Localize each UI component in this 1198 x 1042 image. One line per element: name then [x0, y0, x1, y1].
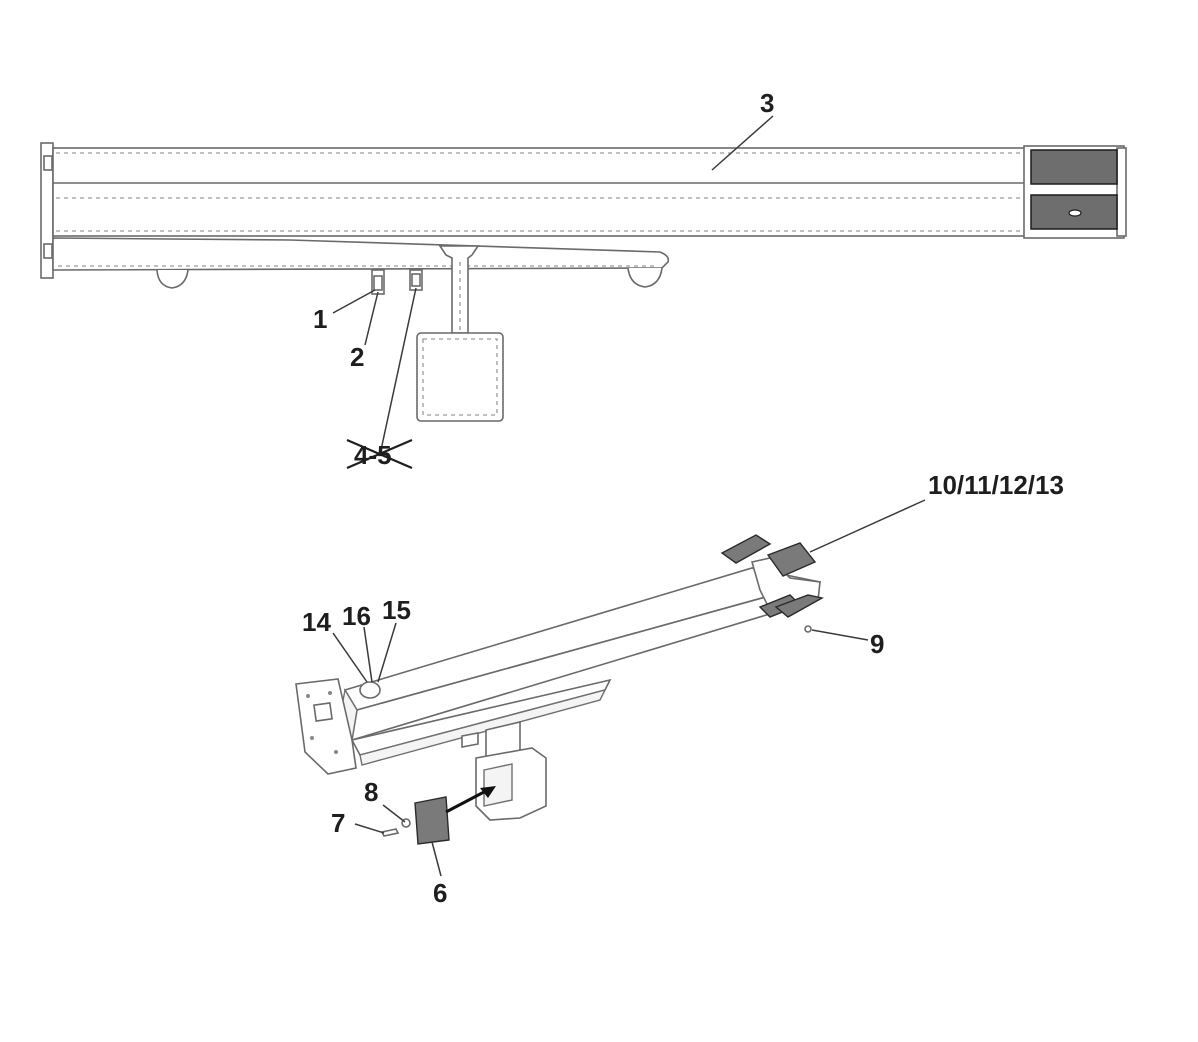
iso-tube-side — [350, 580, 822, 742]
leader-3 — [711, 115, 774, 171]
outer-beam-tube — [52, 147, 1029, 237]
pad-10 — [720, 534, 772, 564]
leader-6 — [431, 841, 442, 877]
leader-45 — [380, 287, 417, 451]
leader-16 — [363, 626, 373, 683]
leader-15 — [377, 622, 397, 683]
reflector-plate-6 — [414, 796, 450, 845]
callout-10-11-12-13: 10/11/12/13 — [928, 470, 1064, 500]
roller-right — [627, 267, 663, 288]
callout-15: 15 — [382, 595, 411, 625]
iso-boss — [359, 681, 381, 699]
callout-2: 2 — [350, 342, 364, 372]
callout-4-5-strike-b — [346, 438, 413, 470]
roller-left — [156, 269, 189, 289]
callout-7: 7 — [331, 808, 345, 838]
beam-isometric-view — [295, 534, 824, 845]
end-pad-upper — [1030, 149, 1118, 185]
callout-14: 14 — [302, 607, 331, 637]
hanger-plate — [416, 332, 504, 422]
callout-3: 3 — [760, 88, 774, 118]
callout-16: 16 — [342, 601, 371, 631]
callout-1: 1 — [313, 304, 327, 334]
pad-13 — [774, 594, 824, 618]
screw-9 — [804, 625, 812, 633]
leader-14 — [332, 632, 368, 683]
screw-7 — [380, 828, 400, 837]
callout-8: 8 — [364, 777, 378, 807]
leader-1 — [332, 289, 376, 314]
leader-8 — [382, 804, 406, 823]
iso-end-plate — [295, 678, 357, 775]
beam-side-view — [40, 142, 1127, 422]
lower-beam-arm — [52, 237, 670, 271]
callout-9: 9 — [870, 629, 884, 659]
pad-11 — [766, 542, 817, 577]
leader-9 — [811, 629, 869, 641]
leader-7 — [354, 823, 385, 834]
callout-6: 6 — [433, 878, 447, 908]
leader-10 — [809, 499, 926, 553]
assembly-arrow — [445, 790, 485, 814]
leader-2 — [364, 291, 379, 346]
end-pad-lower — [1030, 194, 1118, 230]
